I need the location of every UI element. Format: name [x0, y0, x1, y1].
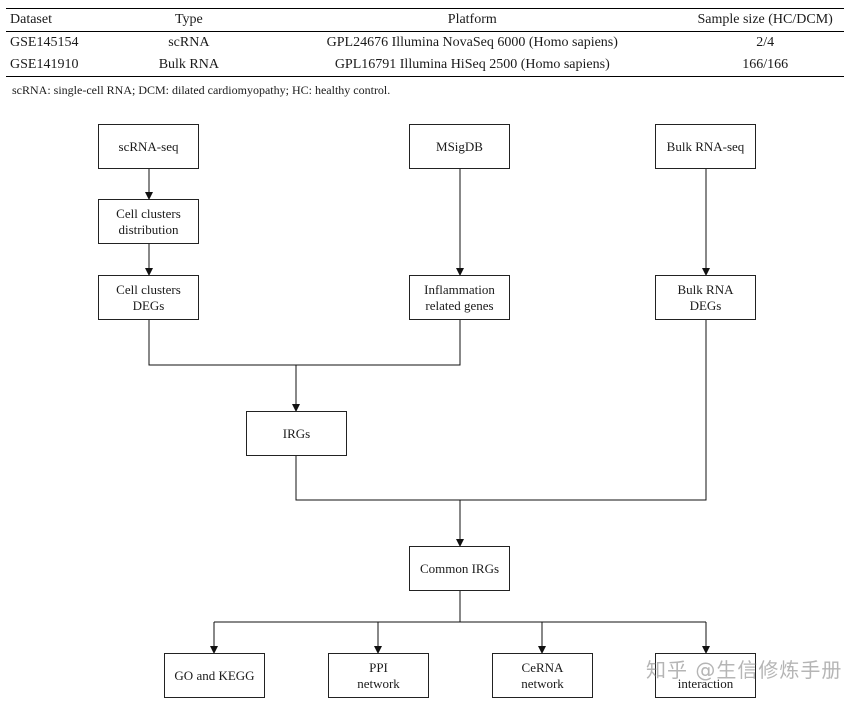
box-interaction: interaction — [655, 653, 756, 698]
cell-type: Bulk RNA — [158, 57, 219, 72]
box-label: MSigDB — [436, 138, 483, 154]
box-go-and-kegg: GO and KEGG — [164, 653, 265, 698]
box-msigdb: MSigDB — [409, 124, 510, 169]
box-label-line: Cell clusters — [116, 205, 181, 221]
cell-type: scRNA — [168, 35, 210, 50]
header-platform: Platform — [447, 12, 497, 27]
box-label-line: distribution — [118, 221, 179, 237]
header-type: Type — [174, 12, 203, 27]
box-label-line: interaction — [677, 675, 734, 691]
box-bulk-rna-seq: Bulk RNA-seq — [655, 124, 756, 169]
box-label: IRGs — [282, 425, 311, 441]
table-row: GSE141910 Bulk RNA GPL16791 Illumina HiS… — [6, 54, 844, 77]
box-label: Bulk RNA-seq — [666, 138, 745, 154]
header-sample-size: Sample size (HC/DCM) — [697, 12, 833, 27]
box-label: Common IRGs — [419, 560, 500, 576]
cell-platform: GPL16791 Illumina HiSeq 2500 (Homo sapie… — [334, 57, 610, 72]
box-label-line: Inflammation — [424, 281, 495, 297]
box-label-line: DEGs — [132, 297, 165, 313]
box-label: GO and KEGG — [174, 667, 255, 683]
connector-degs-merge — [148, 320, 461, 366]
box-label-line: network — [357, 675, 400, 691]
box-label-line: PPI — [369, 659, 388, 675]
cell-dataset: GSE145154 — [10, 35, 79, 50]
box-label-line: Cell clusters — [116, 281, 181, 297]
table-row: GSE145154 scRNA GPL24676 Illumina NovaSe… — [6, 32, 844, 55]
cell-platform: GPL24676 Illumina NovaSeq 6000 (Homo sap… — [326, 35, 618, 50]
box-label-line: CeRNA — [521, 659, 564, 675]
cell-sample-size: 2/4 — [756, 35, 775, 50]
cell-sample-size: 166/166 — [742, 57, 789, 72]
box-label: interaction — [678, 660, 734, 692]
watermark-text: 知乎 @生信修炼手册 — [646, 658, 843, 682]
table-header-row: Dataset Type Platform Sample size (HC/DC… — [6, 8, 844, 32]
box-label-line: Bulk RNA — [677, 281, 734, 297]
connector-irgs-bulk — [295, 320, 707, 501]
dataset-table: Dataset Type Platform Sample size (HC/DC… — [6, 8, 844, 77]
box-label: scRNA-seq — [118, 138, 179, 154]
cell-dataset: GSE141910 — [10, 57, 79, 72]
box-label-line: network — [521, 675, 564, 691]
box-common-irgs: Common IRGs — [409, 546, 510, 591]
table-footnote: scRNA: single-cell RNA; DCM: dilated car… — [12, 83, 391, 97]
box-irgs: IRGs — [246, 411, 347, 456]
box-label-line: DEGs — [689, 297, 722, 313]
header-dataset: Dataset — [10, 12, 52, 27]
box-scrna-seq: scRNA-seq — [98, 124, 199, 169]
box-label-line: related genes — [425, 297, 494, 313]
